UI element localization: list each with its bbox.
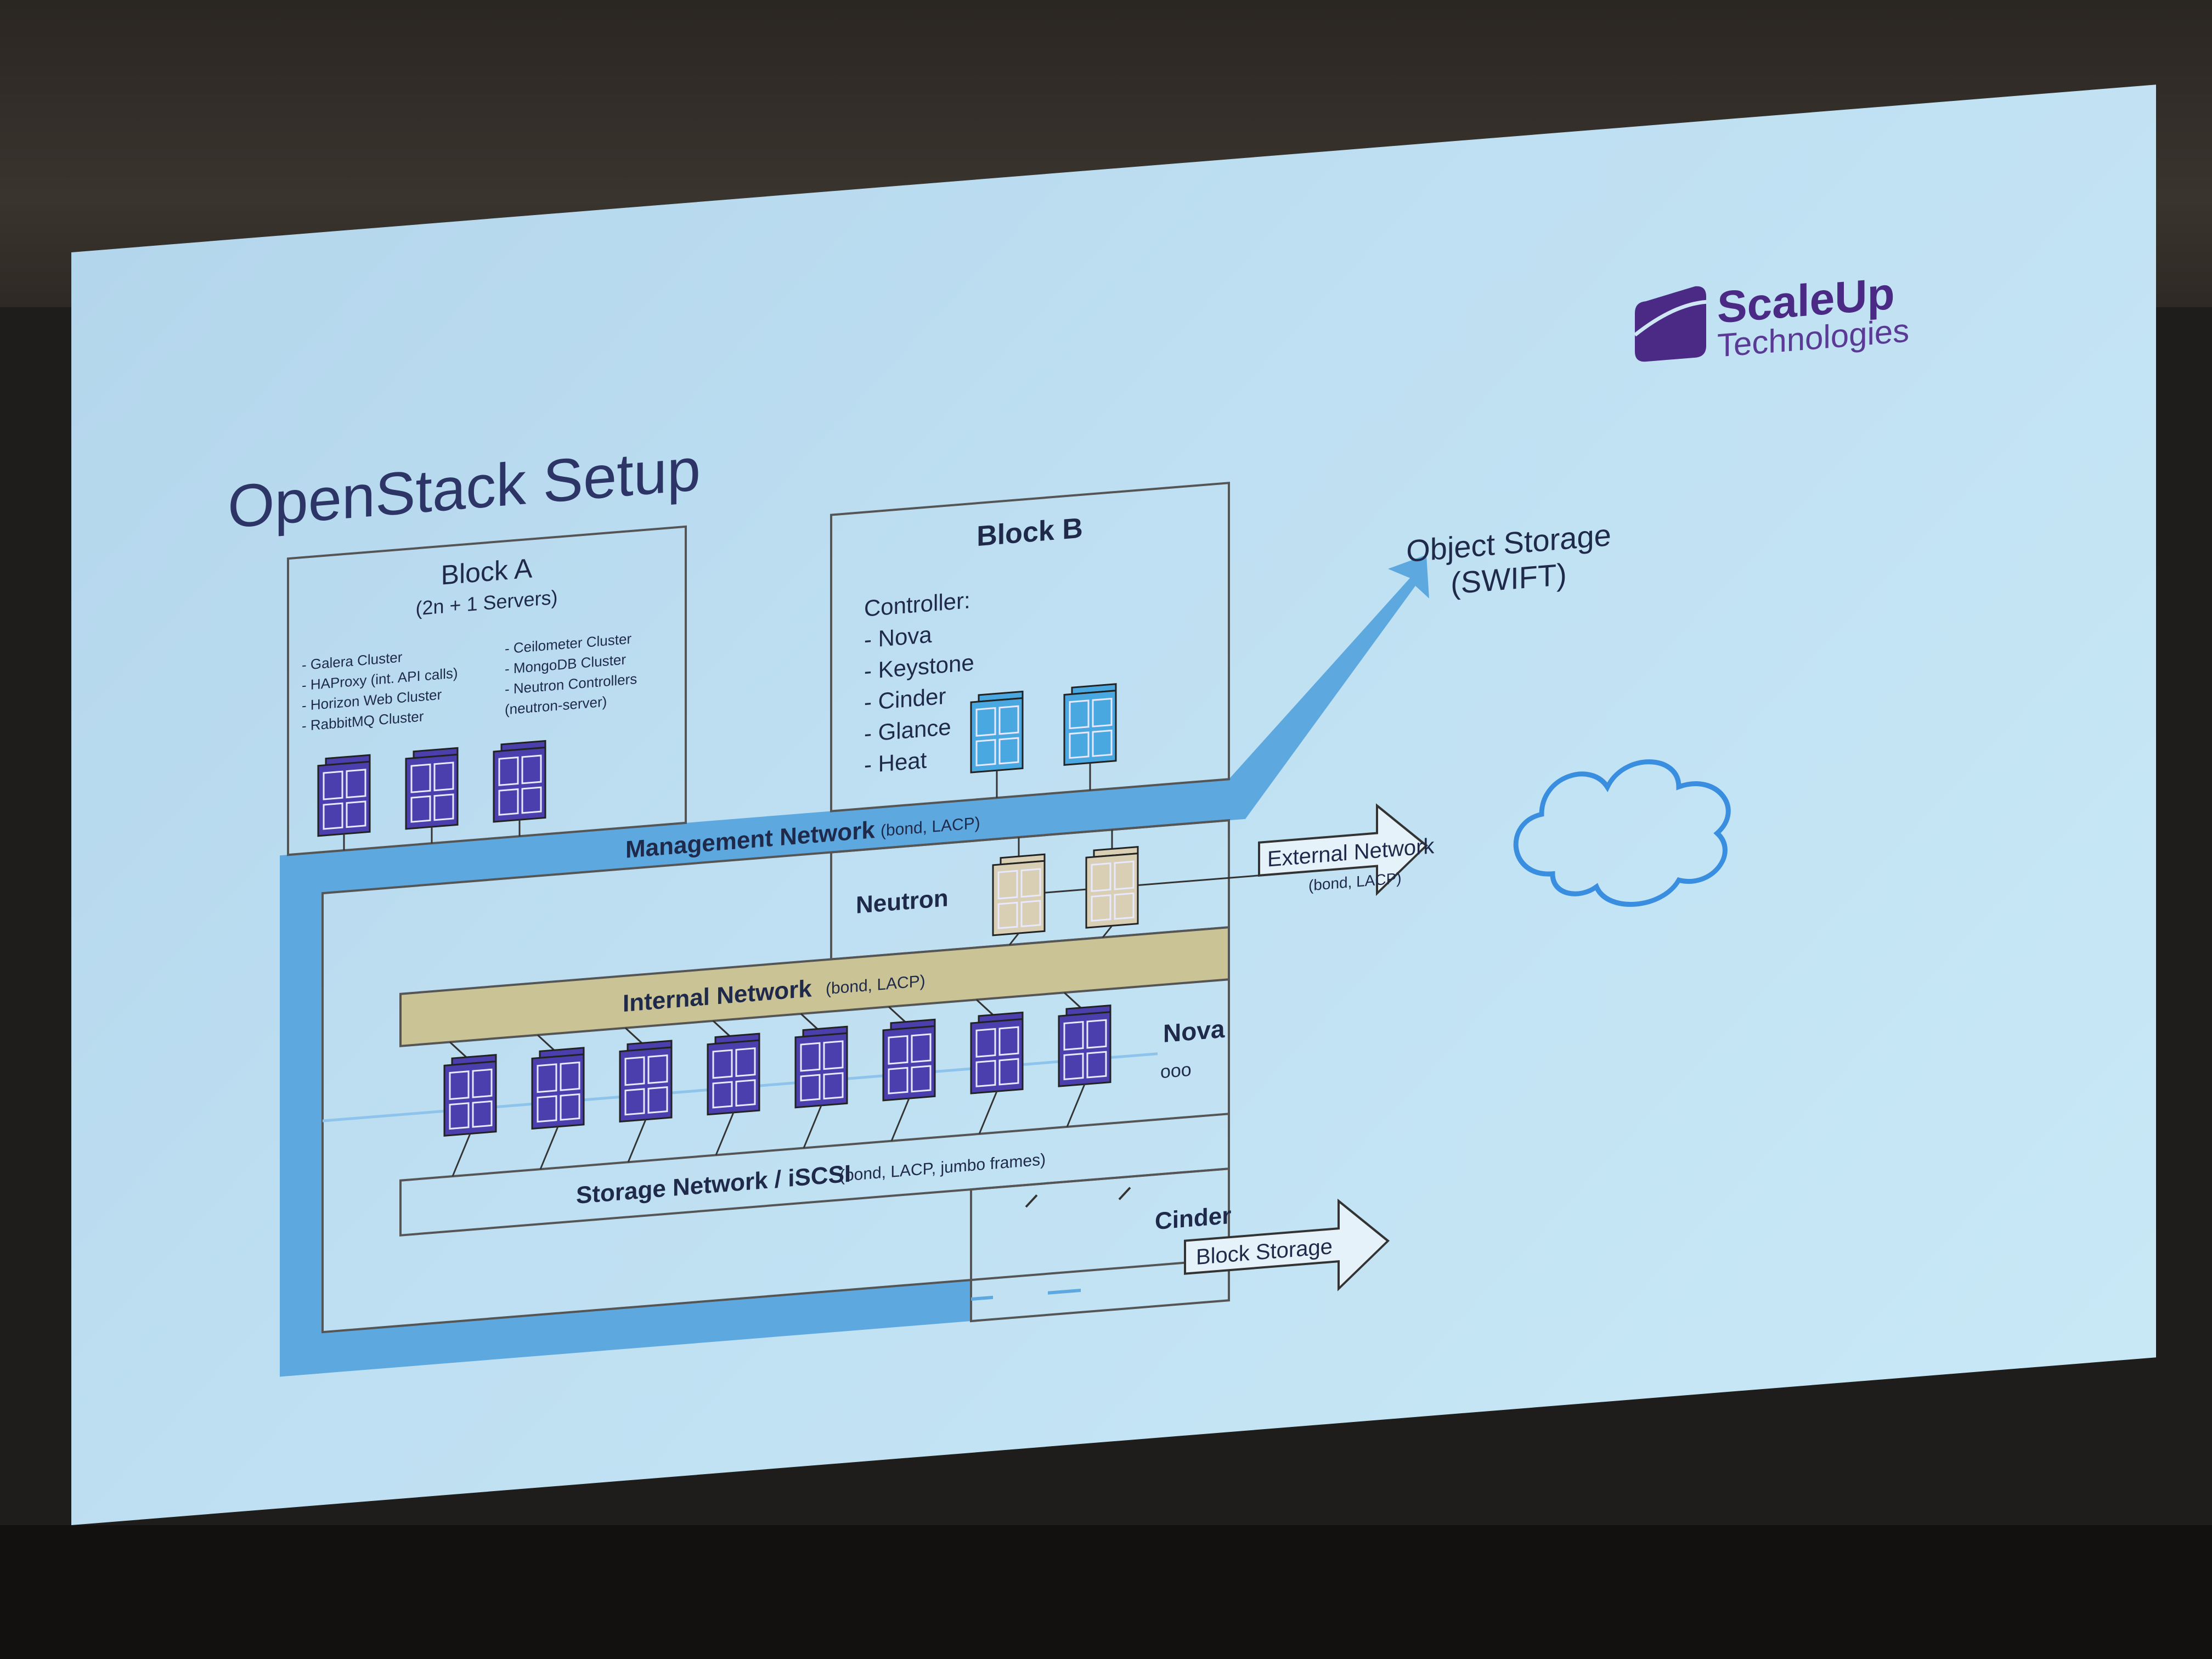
server-icon [970, 1011, 1024, 1094]
management-network: Management Network (bond, LACP) [280, 555, 1429, 1377]
block-b-title: Block B [977, 512, 1083, 552]
connector-line [452, 1133, 471, 1177]
connector-line [1045, 888, 1086, 894]
slide-title: OpenStack Setup [228, 436, 701, 541]
controller-item: - Cinder [864, 683, 946, 715]
block-b: Block B Controller: - Nova - Keystone - … [830, 482, 1230, 812]
connector-line [537, 1034, 555, 1051]
block-a-item: (neutron-server) [505, 693, 607, 718]
block-a-title: Block A [441, 552, 533, 590]
connector-line [715, 1112, 735, 1155]
connector-line [978, 1091, 998, 1135]
connector-line [627, 1119, 647, 1163]
server-icon [405, 747, 459, 830]
block-b-box [830, 482, 1230, 812]
nova-more-indicator: ooo [1160, 1059, 1192, 1083]
block-a-box [287, 525, 687, 856]
block-a-subtitle: (2n + 1 Servers) [415, 586, 557, 620]
connector-line [449, 1041, 467, 1058]
server-icon [794, 1025, 848, 1109]
server-icon [707, 1032, 760, 1116]
internal-network: Internal Network (bond, LACP) [399, 926, 1230, 1047]
cinder-link [1025, 1194, 1038, 1208]
connector-line [1102, 925, 1113, 938]
block-storage-arrow-icon [1184, 1198, 1390, 1291]
logo-swoosh-icon [1633, 300, 1707, 337]
cinder: Cinder Block Storage [970, 1167, 1390, 1323]
server-icon [992, 853, 1046, 936]
external-network-detail: (bond, LACP) [1308, 870, 1402, 894]
controller-item: - Heat [864, 747, 927, 778]
management-network-bottom [280, 1280, 971, 1377]
room-floor [0, 1525, 2212, 1659]
connector-line [890, 1098, 910, 1142]
neutron-label: Neutron [856, 884, 949, 918]
cinder-link [1048, 1288, 1081, 1295]
server-icon [970, 690, 1024, 774]
controller-item: - Keystone [864, 650, 974, 684]
connector-line [712, 1020, 731, 1037]
cinder-label: Cinder [1155, 1202, 1231, 1235]
server-icon [1063, 683, 1117, 766]
connector-line [975, 999, 994, 1015]
server-icon [1058, 1004, 1111, 1087]
connector-line [1066, 1084, 1086, 1127]
server-icon [1085, 845, 1139, 929]
connector-line [1063, 992, 1082, 1009]
storage-network-detail: (bond, LACP, jumbo frames) [839, 1150, 1046, 1185]
internal-network-band [399, 926, 1230, 1047]
connector-line [1138, 874, 1259, 887]
storage-network: Storage Network / iSCSI (bond, LACP, jum… [399, 1113, 1230, 1237]
connector-line [539, 1126, 559, 1170]
server-icon [443, 1054, 497, 1137]
nova-label: Nova [1163, 1014, 1225, 1048]
logo-mark-icon [1635, 286, 1706, 362]
object-storage-arrow-icon [1229, 555, 1429, 821]
inner-network-area [321, 819, 1230, 1334]
block-a-item: - Galera Cluster [302, 648, 403, 673]
connector-line [624, 1027, 643, 1044]
cinder-link [1118, 1187, 1131, 1200]
cinder-box [970, 1167, 1230, 1323]
cinder-link [971, 1295, 993, 1301]
connector-line [800, 1013, 819, 1030]
server-icon [882, 1018, 936, 1102]
connector-line [1008, 933, 1020, 946]
management-network-band [280, 779, 1229, 897]
controller-item: - Nova [864, 622, 932, 653]
server-group [317, 683, 1259, 1177]
management-network-left-drop [280, 852, 323, 1377]
cloud-icon [1513, 759, 1731, 907]
connector-line [803, 1105, 822, 1149]
storage-network-band [399, 1113, 1230, 1237]
connector-line [888, 1006, 906, 1023]
projected-slide: ScaleUp Technologies OpenStack Setup Man… [71, 84, 2156, 1525]
openstack-diagram: ScaleUp Technologies OpenStack Setup Man… [228, 269, 1909, 1377]
server-icon [317, 754, 371, 837]
server-icon [619, 1040, 673, 1123]
server-icon [493, 740, 546, 823]
scaleup-logo: ScaleUp Technologies [1633, 269, 1909, 364]
controller-item: - Glance [864, 714, 951, 747]
external-network: External Network (bond, LACP) [1258, 803, 1435, 896]
external-network-arrow-icon [1258, 803, 1429, 896]
controller-label: Controller: [864, 587, 970, 622]
server-icon [531, 1047, 585, 1130]
